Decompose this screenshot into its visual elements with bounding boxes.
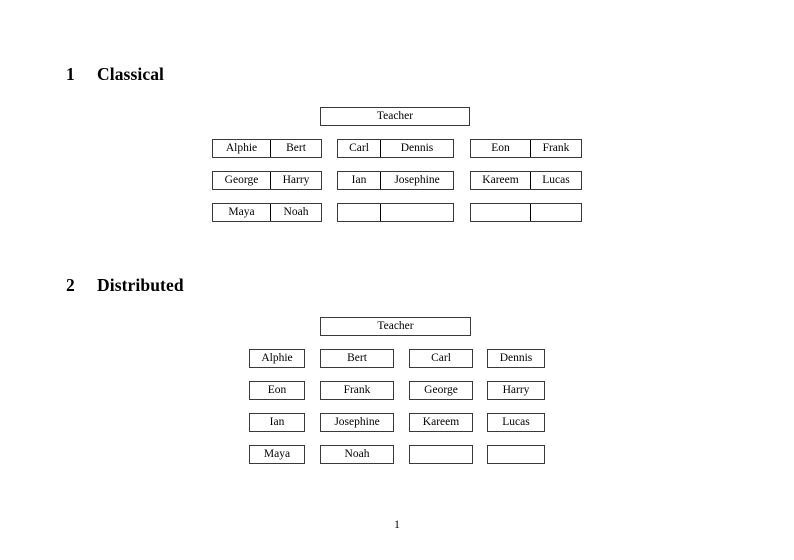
classical-group-row1-col1: Alphie Bert xyxy=(212,139,322,158)
section-heading-distributed: 2 Distributed xyxy=(66,275,184,296)
student-box-empty xyxy=(487,445,545,464)
student-box: George xyxy=(409,381,473,400)
student-box: Bert xyxy=(320,349,394,368)
section-number: 2 xyxy=(66,275,75,295)
classical-teacher-box: Teacher xyxy=(320,107,470,126)
page-number: 1 xyxy=(394,519,400,531)
section-heading-classical: 1 Classical xyxy=(66,64,164,85)
classical-group-row3-col3 xyxy=(470,203,582,222)
student-box: Eon xyxy=(249,381,305,400)
student-cell-empty xyxy=(471,204,530,221)
student-cell: Harry xyxy=(270,172,321,189)
student-box: Carl xyxy=(409,349,473,368)
student-box: Alphie xyxy=(249,349,305,368)
student-cell: Frank xyxy=(530,140,581,157)
student-cell: Maya xyxy=(228,205,255,218)
section-title: Classical xyxy=(97,64,165,84)
classical-group-row1-col3: Eon Frank xyxy=(470,139,582,158)
student-box: Harry xyxy=(487,381,545,400)
student-box: Frank xyxy=(320,381,394,400)
classical-group-row2-col1: George Harry xyxy=(212,171,322,190)
student-box: Kareem xyxy=(409,413,473,432)
student-cell: Josephine xyxy=(380,172,453,189)
student-cell: Carl xyxy=(349,141,369,154)
student-box: Ian xyxy=(249,413,305,432)
section-title: Distributed xyxy=(97,275,184,295)
student-cell: Bert xyxy=(270,140,321,157)
student-box: Noah xyxy=(320,445,394,464)
student-box: Maya xyxy=(249,445,305,464)
student-cell: Lucas xyxy=(530,172,581,189)
student-cell-empty xyxy=(338,204,380,221)
student-box-empty xyxy=(409,445,473,464)
student-box: Lucas xyxy=(487,413,545,432)
classical-group-row3-col1: Maya Noah xyxy=(212,203,322,222)
distributed-teacher-box: Teacher xyxy=(320,317,471,336)
classical-group-row2-col2: Ian Josephine xyxy=(337,171,454,190)
student-cell: George xyxy=(224,173,259,186)
classical-group-row1-col2: Carl Dennis xyxy=(337,139,454,158)
student-cell-empty xyxy=(380,204,453,221)
student-cell: Dennis xyxy=(380,140,453,157)
classical-group-row2-col3: Kareem Lucas xyxy=(470,171,582,190)
student-cell-empty xyxy=(530,204,581,221)
student-cell: Ian xyxy=(351,173,367,186)
student-cell: Alphie xyxy=(225,141,258,154)
student-box: Josephine xyxy=(320,413,394,432)
section-number: 1 xyxy=(66,64,75,84)
student-box: Dennis xyxy=(487,349,545,368)
student-cell: Noah xyxy=(270,204,321,221)
classical-group-row3-col2 xyxy=(337,203,454,222)
student-cell: Kareem xyxy=(482,173,519,186)
student-cell: Eon xyxy=(491,141,510,154)
